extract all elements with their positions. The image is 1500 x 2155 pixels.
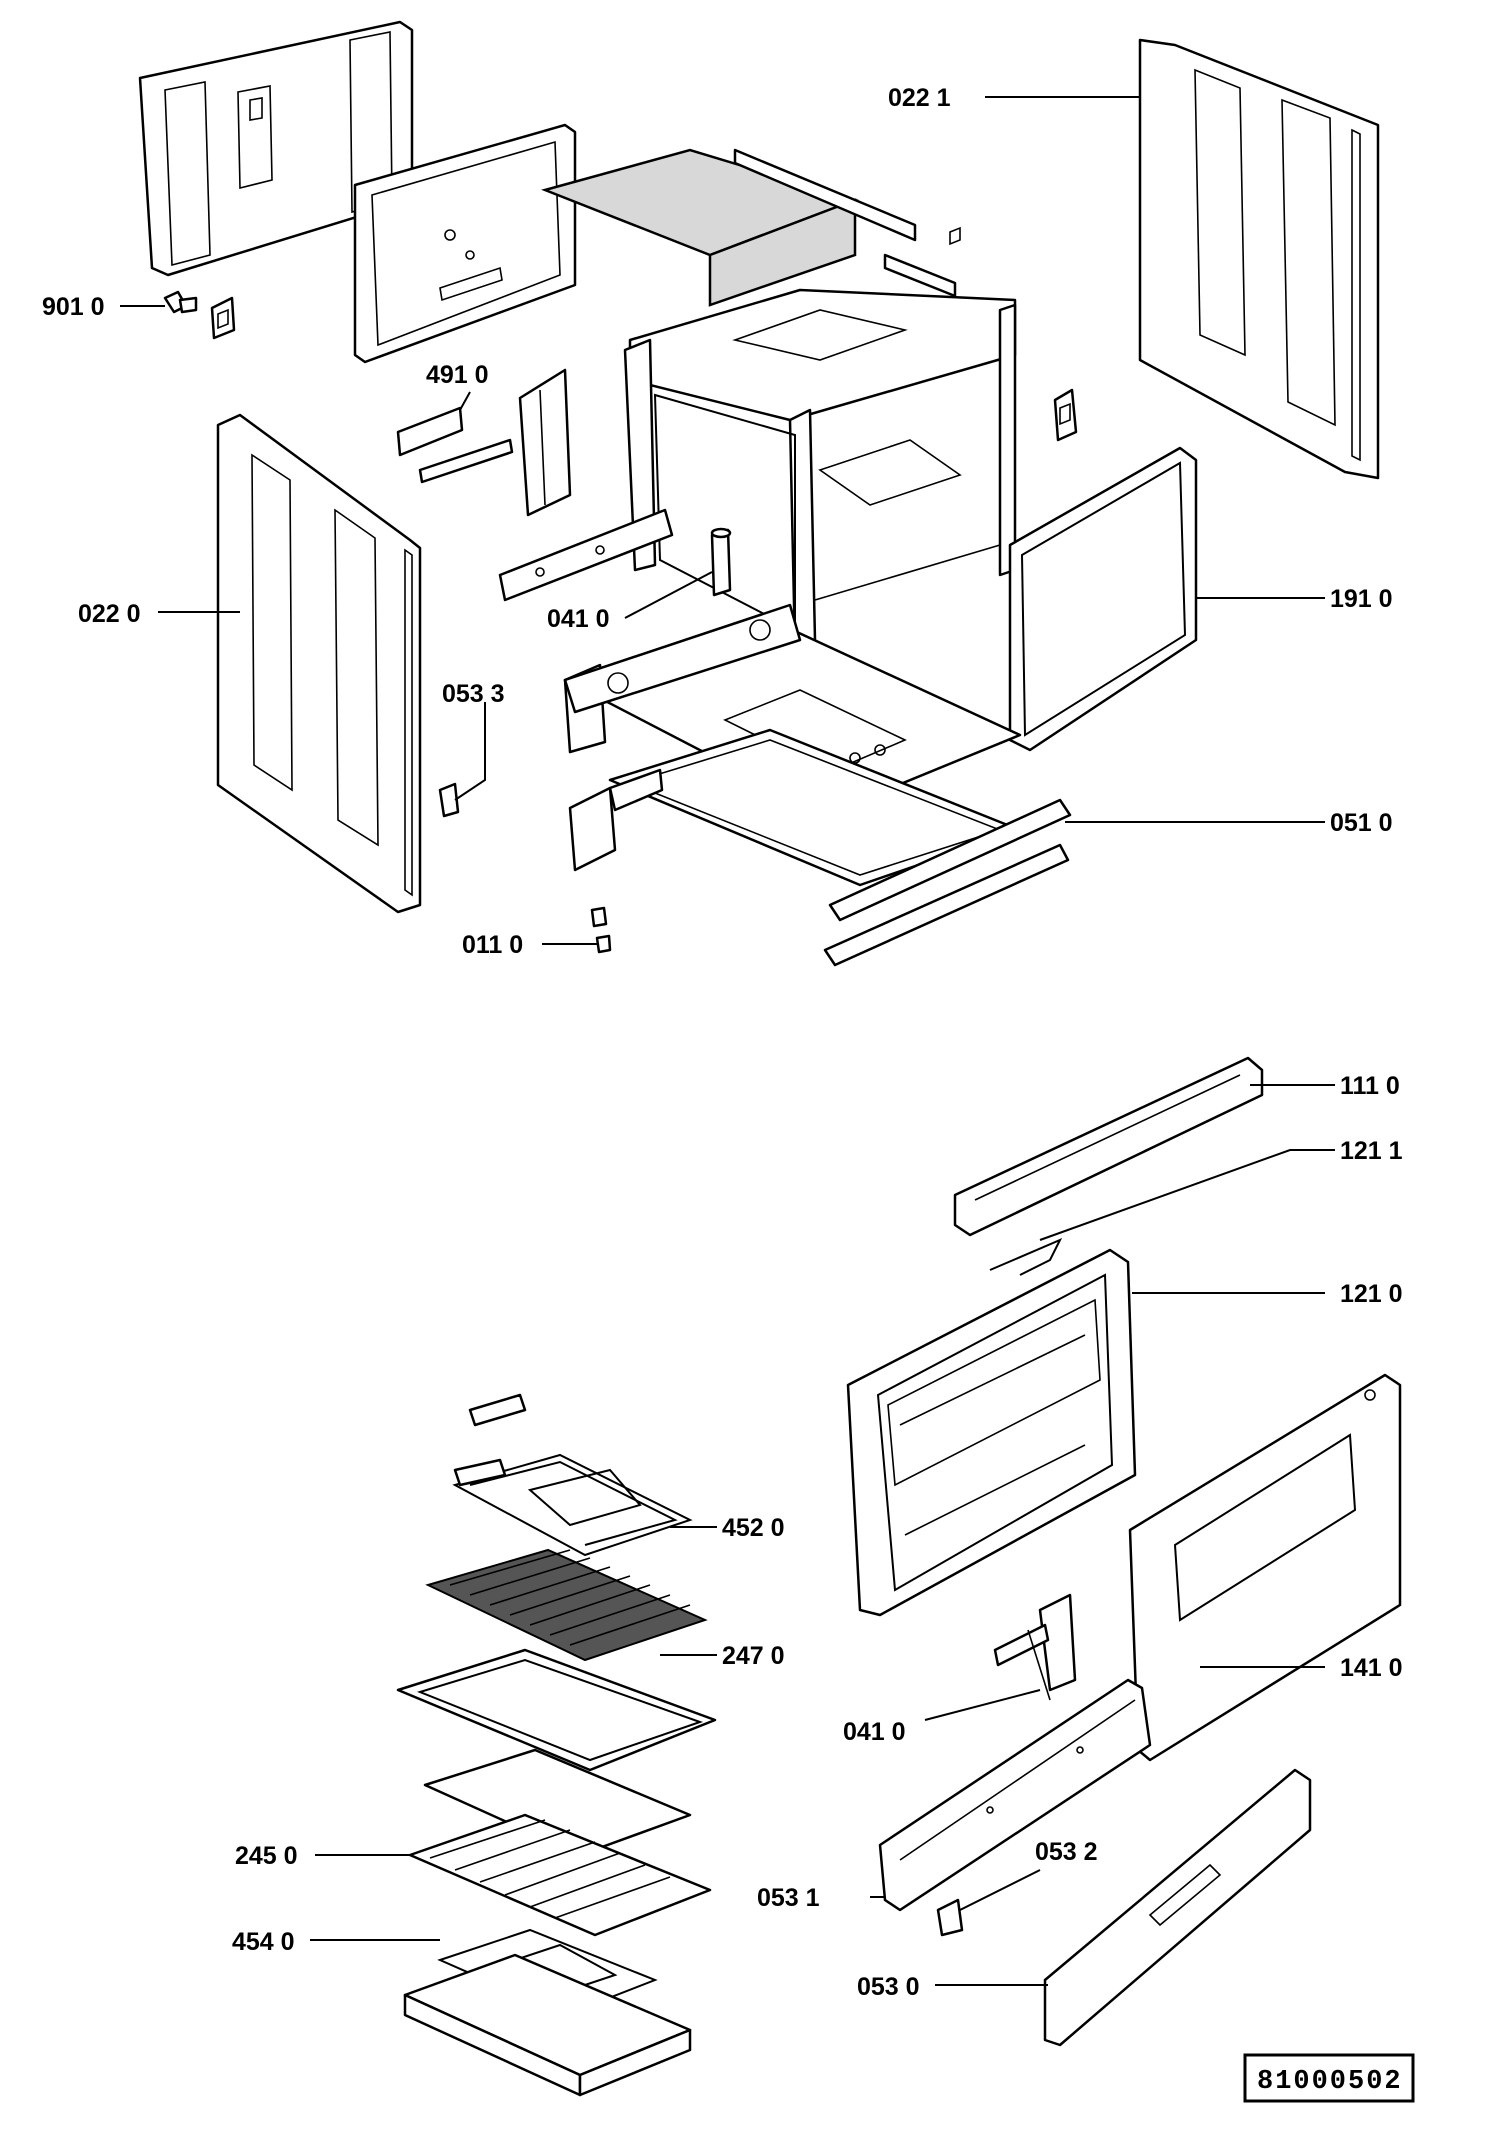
- hinge-bracket-top: [1053, 388, 1078, 442]
- bottom-front-rail: [823, 798, 1072, 967]
- callout-452-0: 452 0: [722, 1514, 785, 1542]
- small-bracket: [210, 296, 236, 340]
- thermostat-part: [710, 527, 732, 597]
- drawing-code-box: 81000502: [1243, 2053, 1415, 2103]
- control-panel-strip: [953, 1056, 1264, 1237]
- bottom-pan: [403, 1953, 692, 2097]
- door-seal-frame: [1008, 446, 1198, 752]
- callout-041-0-bottom: 041 0: [843, 1718, 906, 1746]
- door-hinge: [993, 1593, 1077, 1701]
- insulation-block: [541, 148, 859, 307]
- callout-245-0: 245 0: [235, 1842, 298, 1870]
- side-channel: [518, 368, 572, 517]
- callout-051-0: 051 0: [1330, 809, 1393, 837]
- callout-022-0: 022 0: [78, 600, 141, 628]
- callout-022-1: 022 1: [888, 84, 951, 112]
- control-bracket: [396, 406, 514, 484]
- callout-053-0: 053 0: [857, 1973, 920, 2001]
- oven-shelf: [408, 1813, 712, 1937]
- right-side-panel: [1138, 38, 1380, 480]
- callout-111-0: 111 0: [1340, 1072, 1400, 1100]
- back-rail: [498, 508, 674, 602]
- inner-back-panel: [353, 123, 577, 364]
- element-bracket: [468, 1393, 527, 1427]
- drawing-code: 81000502: [1257, 2067, 1403, 2097]
- baking-tray: [396, 1648, 717, 1772]
- callout-141-0: 141 0: [1340, 1654, 1403, 1682]
- left-side-panel: [216, 413, 422, 914]
- callout-053-3: 053 3: [442, 680, 505, 708]
- screw-part: [163, 290, 198, 314]
- callout-121-1: 121 1: [1340, 1137, 1403, 1165]
- side-clip: [438, 782, 460, 818]
- callout-053-1: 053 1: [757, 1884, 820, 1912]
- callout-labels: 022 1 901 0 491 0 022 0 053 3 041 0 191 …: [42, 84, 1403, 2001]
- callout-901-0: 901 0: [42, 293, 105, 321]
- drawer-front: [1043, 1768, 1312, 2047]
- callout-247-0: 247 0: [722, 1642, 785, 1670]
- callout-041-0-top: 041 0: [547, 605, 610, 633]
- callout-454-0: 454 0: [232, 1928, 295, 1956]
- inner-door: [846, 1248, 1137, 1617]
- drawer-clip: [936, 1898, 964, 1937]
- oven-cavity-frame: [623, 288, 1017, 652]
- callout-121-0: 121 0: [1340, 1280, 1403, 1308]
- wire-rack: [425, 1548, 708, 1662]
- callout-491-0: 491 0: [426, 361, 489, 389]
- callout-053-2: 053 2: [1035, 1838, 1098, 1866]
- door-bottom-rail: [878, 1678, 1152, 1912]
- callout-011-0: 011 0: [462, 931, 523, 959]
- bottom-left-bracket: [568, 768, 664, 872]
- outer-glass-door: [1128, 1373, 1402, 1762]
- callout-191-0: 191 0: [1330, 585, 1393, 613]
- front-frame: [563, 603, 1022, 817]
- door-spring: [989, 1238, 1063, 1276]
- leader-lines: [120, 96, 1335, 1986]
- foot-part: [590, 906, 612, 954]
- grill-element: [452, 1453, 693, 1557]
